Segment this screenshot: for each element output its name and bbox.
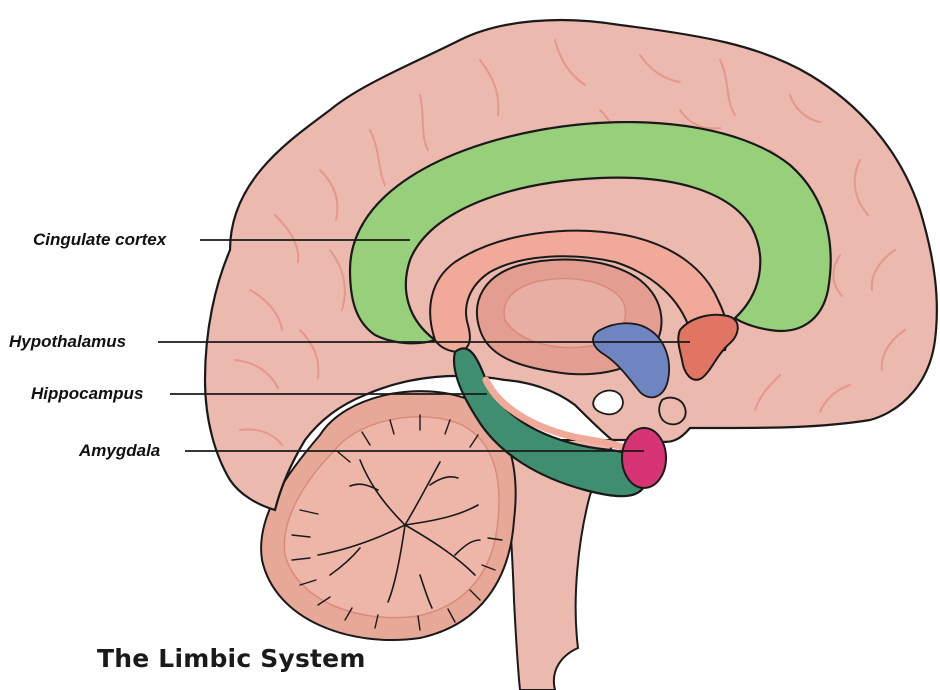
label-hippocampus: Hippocampus: [31, 384, 143, 404]
amygdala: [622, 428, 666, 488]
pituitary: [659, 398, 685, 425]
label-cingulate-cortex: Cingulate cortex: [33, 230, 166, 250]
label-amygdala: Amygdala: [79, 441, 160, 461]
label-hypothalamus: Hypothalamus: [9, 332, 126, 352]
mammillary-body: [593, 391, 623, 415]
diagram-title: The Limbic System: [97, 644, 366, 673]
